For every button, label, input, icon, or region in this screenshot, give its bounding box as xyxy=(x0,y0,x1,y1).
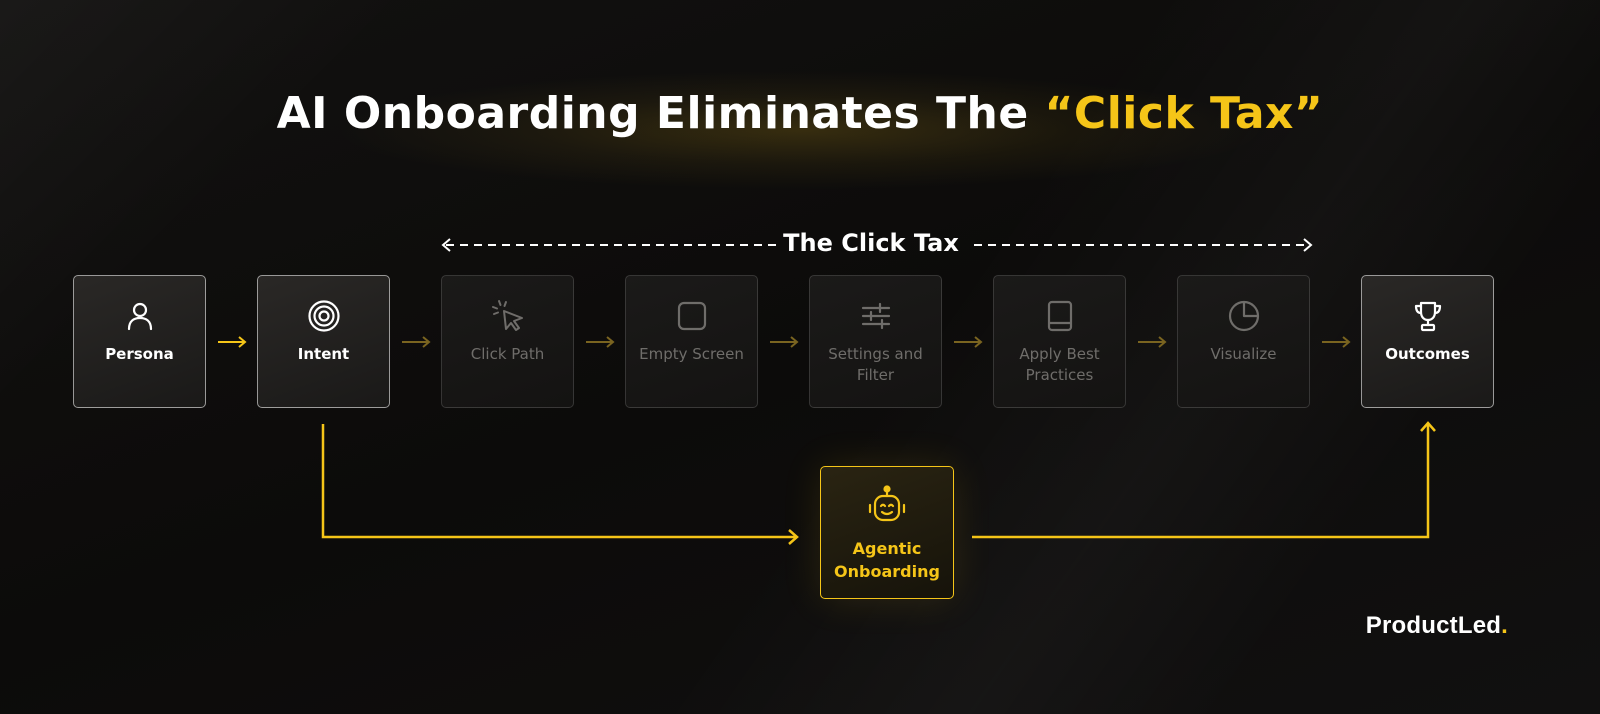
step-settings-filter: Settings and Filter xyxy=(809,275,942,408)
target-icon xyxy=(306,298,342,334)
bypass-out-arrowhead xyxy=(1420,421,1436,432)
step-label: Persona xyxy=(105,345,174,363)
book-icon xyxy=(1042,298,1078,334)
arrow-empty-settings xyxy=(770,336,799,348)
step-visualize: Visualize xyxy=(1177,275,1310,408)
bypass-in-line xyxy=(321,424,796,539)
logo-text: ProductLed xyxy=(1365,612,1502,639)
step-label: Outcomes xyxy=(1385,345,1470,363)
empty-square-icon xyxy=(674,298,710,334)
bypass-out-line xyxy=(972,424,1430,539)
agentic-onboarding-label: Agentic Onboarding xyxy=(834,539,940,581)
robot-icon xyxy=(867,485,907,527)
step-apply-best-practices: Apply Best Practices xyxy=(993,275,1126,408)
step-click-path: Click Path xyxy=(441,275,574,408)
click-tax-arrow-right xyxy=(1303,238,1313,252)
arrow-persona-intent xyxy=(218,336,247,348)
person-icon xyxy=(122,298,158,334)
sliders-icon xyxy=(858,298,894,334)
click-tax-arrow-left xyxy=(441,238,451,252)
cursor-click-icon xyxy=(490,298,526,334)
step-label: Intent xyxy=(297,345,350,363)
click-tax-label: The Click Tax xyxy=(783,229,959,257)
pie-chart-icon xyxy=(1226,298,1262,334)
step-intent: Intent xyxy=(257,275,390,408)
step-label: Empty Screen xyxy=(639,345,744,363)
step-empty-screen: Empty Screen xyxy=(625,275,758,408)
arrow-clickpath-empty xyxy=(586,336,615,348)
title-prefix: AI Onboarding Eliminates The xyxy=(276,88,1045,139)
step-persona: Persona xyxy=(73,275,206,408)
productled-logo: ProductLed. xyxy=(1366,612,1508,640)
page-title: AI Onboarding Eliminates The “Click Tax” xyxy=(0,88,1600,139)
title-highlight: “Click Tax” xyxy=(1044,88,1324,139)
arrow-intent-clickpath xyxy=(402,336,431,348)
arrow-settings-practices xyxy=(954,336,983,348)
trophy-icon xyxy=(1410,298,1446,334)
step-label: Settings and Filter xyxy=(828,345,923,384)
step-label: Apply Best Practices xyxy=(1019,345,1100,384)
arrow-visualize-outcomes xyxy=(1322,336,1351,348)
step-label: Visualize xyxy=(1210,345,1277,363)
step-label: Click Path xyxy=(470,345,545,363)
logo-mark: . xyxy=(1501,612,1508,639)
agentic-onboarding-box: Agentic Onboarding xyxy=(820,466,954,599)
bypass-in-arrowhead xyxy=(788,529,799,545)
arrow-practices-visualize xyxy=(1138,336,1167,348)
step-outcomes: Outcomes xyxy=(1361,275,1494,408)
